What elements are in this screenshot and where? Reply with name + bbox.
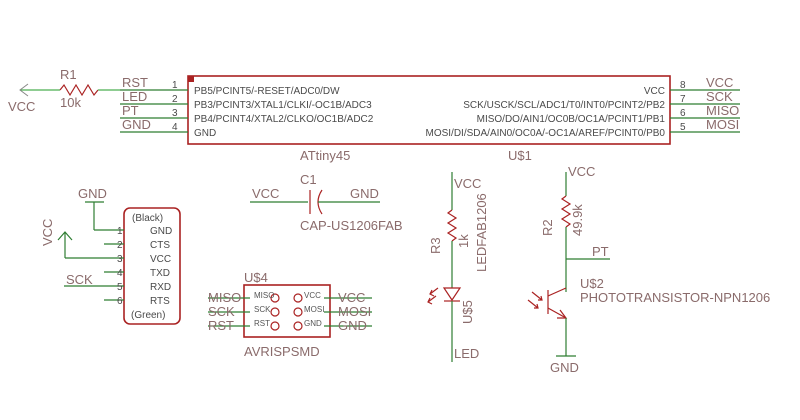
avrisp-pin-vcc: VCC <box>304 291 321 300</box>
attiny-net-2: LED <box>122 89 147 104</box>
r2-name: R2 <box>540 219 555 236</box>
attiny-pinnum-2: 2 <box>172 94 178 105</box>
avrisp-net-miso: MISO <box>208 290 241 305</box>
attiny-pin-8: VCC <box>644 86 665 97</box>
avrisp-net-gnd: GND <box>338 318 367 333</box>
attiny-pinnum-7: 7 <box>680 94 686 105</box>
avrisp-header <box>208 284 372 338</box>
r3-part: LEDFAB1206 <box>474 193 489 272</box>
ftdi-pin-3: VCC <box>150 254 171 265</box>
attiny-pinnum-5: 5 <box>680 122 686 133</box>
ftdi-gnd-label: GND <box>78 186 107 201</box>
avrisp-net-vcc: VCC <box>338 290 365 305</box>
attiny-net-4: GND <box>122 117 151 132</box>
ftdi-pin-5: RXD <box>150 282 171 293</box>
pt-bottom-net: GND <box>550 360 579 375</box>
phototransistor-branch <box>527 172 610 357</box>
c1-value: CAP-US1206FAB <box>300 218 403 233</box>
c1-name: C1 <box>300 172 317 187</box>
attiny-pin-2: PB3/PCINT3/XTAL1/CLKI/-OC1B/ADC3 <box>194 100 372 111</box>
ftdi-pin-6: RTS <box>150 296 170 307</box>
ftdi-sck-label: SCK <box>66 272 93 287</box>
led-bottom-net: LED <box>454 346 479 361</box>
c1-capacitor <box>250 189 380 215</box>
attiny-name: ATtiny45 <box>300 148 350 163</box>
attiny-pin-4: GND <box>194 128 216 139</box>
ftdi-pinnum-2: 2 <box>117 240 123 251</box>
avrisp-pin-rst: RST <box>254 319 270 328</box>
avrisp-pin-miso: MISO <box>254 291 274 300</box>
ftdi-pinnum-3: 3 <box>117 254 123 265</box>
avrisp-net-sck: SCK <box>208 304 235 319</box>
attiny-net-8: VCC <box>706 75 733 90</box>
attiny-net-6: MISO <box>706 103 739 118</box>
avrisp-name: AVRISPSMD <box>244 344 320 359</box>
r1-value: 10k <box>60 95 81 110</box>
attiny-pin-1: PB5/PCINT5/-RESET/ADC0/DW <box>194 86 340 97</box>
avrisp-net-rst: RST <box>208 318 234 333</box>
attiny-chip <box>120 75 740 145</box>
c1-left-net: VCC <box>252 186 279 201</box>
ftdi-top-label: (Black) <box>132 213 163 224</box>
attiny-net-1: RST <box>122 75 148 90</box>
attiny-pinnum-4: 4 <box>172 122 178 133</box>
attiny-pinnum-8: 8 <box>680 80 686 91</box>
attiny-pin-5: MOSI/DI/SDA/AIN0/OC0A/-OC1A/AREF/PCINT0/… <box>425 128 665 139</box>
avrisp-id: U$4 <box>244 270 268 285</box>
attiny-pinnum-1: 1 <box>172 80 178 91</box>
r1-resistor <box>19 83 120 97</box>
attiny-net-3: PT <box>122 103 139 118</box>
avrisp-pin-mosi: MOSI <box>304 305 324 314</box>
led-name: U$5 <box>460 300 475 324</box>
attiny-pin-3: PB4/PCINT4/XTAL2/CLKO/OC1B/ADC2 <box>194 114 374 125</box>
r1-vcc-label: VCC <box>8 99 35 114</box>
ftdi-pin-4: TXD <box>150 268 170 279</box>
r2-value: 49.9k <box>570 204 585 236</box>
pt-q-part: PHOTOTRANSISTOR-NPN1206 <box>580 290 770 305</box>
attiny-pinnum-3: 3 <box>172 108 178 119</box>
avrisp-pin-sck: SCK <box>254 305 271 314</box>
attiny-pinnum-6: 6 <box>680 108 686 119</box>
r3-value: 1k <box>456 234 471 248</box>
led-top-net: VCC <box>454 176 481 191</box>
ftdi-pinnum-6: 6 <box>117 296 123 307</box>
ftdi-pinnum-5: 5 <box>117 282 123 293</box>
pt-q-name: U$2 <box>580 276 604 291</box>
pt-top-net: VCC <box>568 164 595 179</box>
pt-mid-net: PT <box>592 244 609 259</box>
r3-name: R3 <box>428 237 443 254</box>
attiny-net-7: SCK <box>706 89 733 104</box>
attiny-net-5: MOSI <box>706 117 739 132</box>
attiny-pin-7: SCK/USCK/SCL/ADC1/T0/INT0/PCINT2/PB2 <box>463 100 665 111</box>
r1-name: R1 <box>60 67 77 82</box>
ftdi-pin-2: CTS <box>150 240 170 251</box>
avrisp-pin-gnd: GND <box>304 319 322 328</box>
ftdi-vcc-label: VCC <box>40 219 55 246</box>
ftdi-pinnum-1: 1 <box>117 226 123 237</box>
ftdi-header <box>57 201 181 325</box>
c1-right-net: GND <box>350 186 379 201</box>
attiny-pin-6: MISO/DO/AIN1/OC0B/OC1A/PCINT1/PB1 <box>477 114 666 125</box>
avrisp-net-mosi: MOSI <box>338 304 371 319</box>
ftdi-pin-1: GND <box>150 226 172 237</box>
attiny-id: U$1 <box>508 148 532 163</box>
led-branch <box>427 172 462 362</box>
ftdi-bottom-label: (Green) <box>131 310 165 321</box>
ftdi-pinnum-4: 4 <box>117 268 123 279</box>
